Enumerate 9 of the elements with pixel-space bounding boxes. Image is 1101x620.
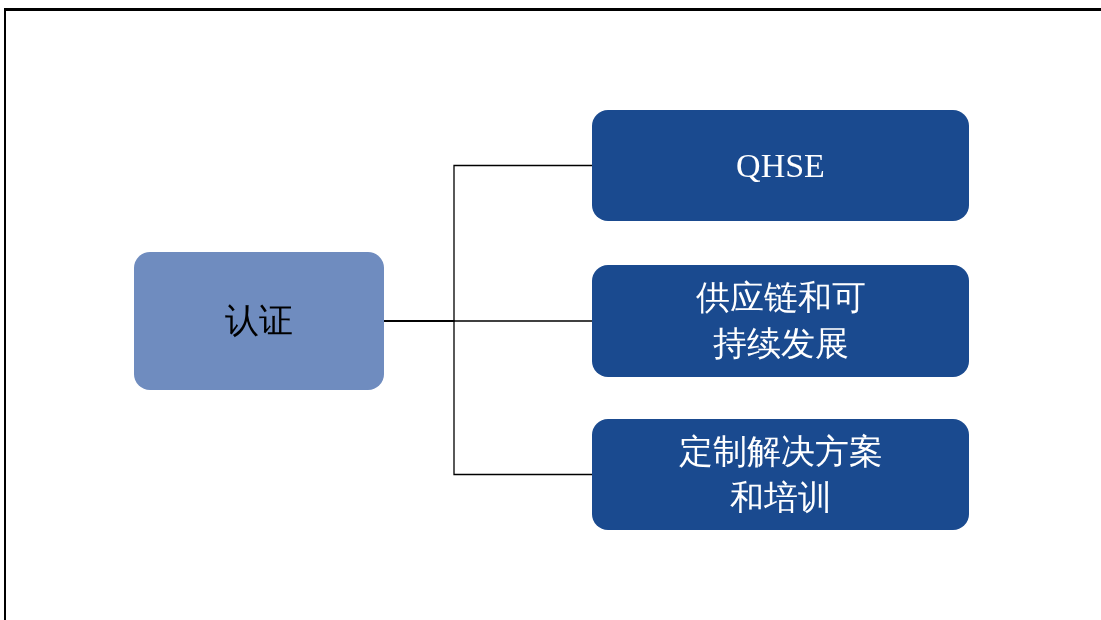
rounded-box [592, 419, 969, 530]
box-label: 认证 [225, 299, 293, 343]
rounded-box [134, 252, 384, 390]
connector-line [383, 320, 593, 476]
rounded-box [592, 265, 969, 377]
box-label: 供应链和可持续发展 [694, 276, 867, 365]
rounded-box [592, 110, 969, 221]
box-label: 定制解决方案和培训 [677, 429, 884, 519]
box-label: QHSE [736, 145, 825, 186]
